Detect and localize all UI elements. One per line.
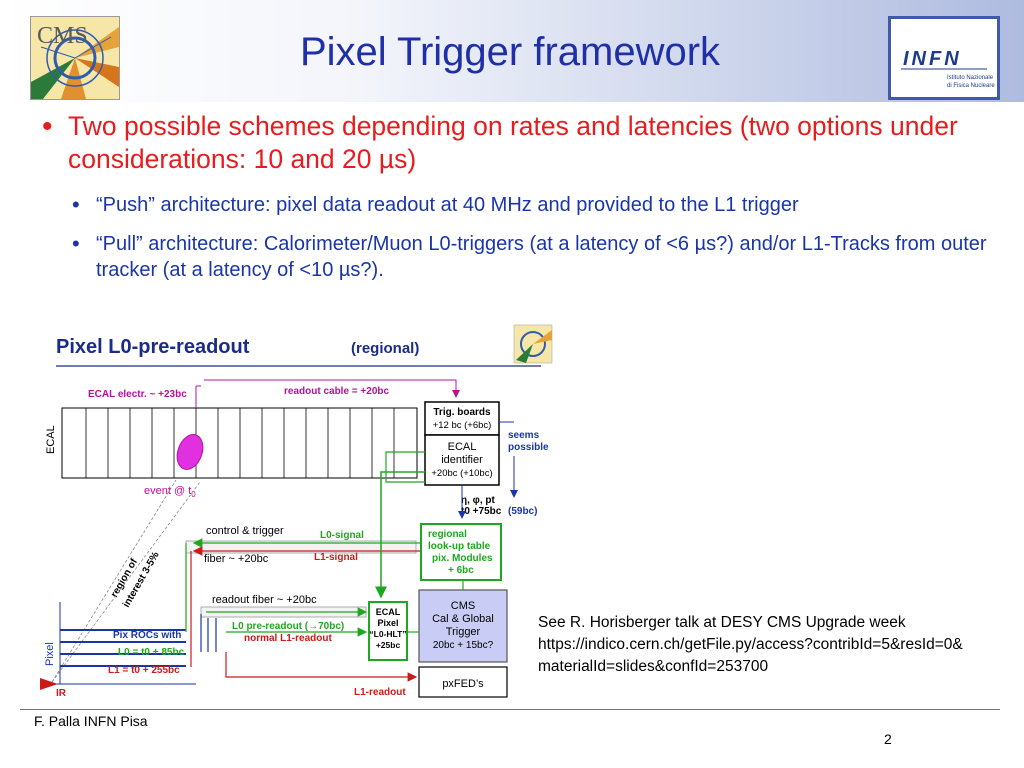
- ir-marker-icon: [40, 678, 58, 690]
- pixel-layers: [60, 629, 186, 667]
- svg-text:normal L1-readout: normal L1-readout: [244, 633, 332, 644]
- ecal-label: ECAL: [45, 425, 57, 454]
- pixel-label: Pixel: [44, 642, 56, 666]
- svg-text:L1-readout: L1-readout: [354, 687, 406, 698]
- page-title: Pixel Trigger framework: [299, 30, 721, 74]
- pxfed-box: [418, 666, 508, 698]
- ecal-electr-label: ECAL electr. ~ +23bc: [88, 389, 187, 400]
- svg-text:pix. Modules: pix. Modules: [432, 553, 493, 564]
- svg-text:L0 = t0 + 85bc: L0 = t0 + 85bc: [118, 647, 185, 658]
- svg-text:Istituto Nazionale: Istituto Nazionale: [947, 75, 994, 81]
- infn-logo-text: INFN: [903, 48, 962, 70]
- svg-text:ECAL: ECAL: [448, 441, 477, 453]
- svg-text:ECAL: ECAL: [376, 607, 401, 617]
- footer-author: F. Palla INFN Pisa: [34, 713, 148, 729]
- svg-text:Trigger: Trigger: [446, 626, 481, 638]
- cms-small-logo-icon: [513, 324, 553, 364]
- bullet-dot-icon: •: [72, 192, 80, 217]
- readout-cable-arrow: [204, 379, 460, 398]
- bullet-level2: • “Push” architecture: pixel data readou…: [72, 192, 799, 217]
- bullet-level2: • “Pull” architecture: Calorimeter/Muon …: [72, 231, 987, 281]
- svg-text:Cal & Global: Cal & Global: [432, 613, 494, 625]
- bullet-level1: • Two possible schemes depending on rate…: [42, 110, 958, 174]
- svg-text:L1 = t0 + 255bc: L1 = t0 + 255bc: [108, 665, 180, 676]
- svg-text:+20bc (+10bc): +20bc (+10bc): [431, 468, 492, 479]
- svg-text:t0 +75bc: t0 +75bc: [461, 506, 502, 517]
- svg-text:Pixel: Pixel: [377, 618, 398, 628]
- svg-text:L0-signal: L0-signal: [320, 530, 364, 541]
- l1-readout-arrow: [225, 652, 418, 682]
- svg-text:Pix ROCs with: Pix ROCs with: [113, 630, 181, 641]
- readout-cable-label: readout cable = +20bc: [284, 386, 389, 397]
- svg-text:control & trigger: control & trigger: [206, 525, 284, 537]
- svg-text:+ 6bc: + 6bc: [448, 565, 474, 576]
- svg-text:η, φ, pt: η, φ, pt: [461, 495, 495, 506]
- event-ellipse: [176, 434, 204, 470]
- svg-text:CMS: CMS: [451, 600, 475, 612]
- svg-text:pxFED’s: pxFED’s: [442, 678, 484, 690]
- pixel-trigger-diagram: Pixel L0-pre-readout (regional) ECAL ECA…: [40, 324, 553, 699]
- svg-text:“L0-HLT”: “L0-HLT”: [369, 629, 406, 639]
- svg-text:regional: regional: [428, 529, 467, 540]
- bullet-dot-icon: •: [42, 110, 53, 143]
- svg-text:di Fisica Nucleare: di Fisica Nucleare: [947, 83, 995, 89]
- svg-text:possible: possible: [508, 442, 549, 453]
- lookup-table-box: [420, 523, 502, 581]
- ecal-cells: [85, 408, 395, 478]
- reference-text: See R. Horisberger talk at DESY CMS Upgr…: [538, 614, 963, 675]
- footer-divider: [20, 709, 1000, 710]
- svg-text:+12 bc (+6bc): +12 bc (+6bc): [433, 420, 492, 431]
- svg-text:20bc + 15bc?: 20bc + 15bc?: [433, 640, 494, 651]
- svg-text:(59bc): (59bc): [508, 506, 537, 517]
- svg-text:IR: IR: [56, 688, 67, 699]
- svg-text:identifier: identifier: [441, 454, 483, 466]
- ecal-detector: [61, 407, 418, 479]
- header-band: [0, 0, 1024, 102]
- diagram-title-suffix: (regional): [351, 340, 419, 357]
- svg-text:L1-signal: L1-signal: [314, 552, 358, 563]
- svg-text:+25bc: +25bc: [376, 640, 401, 650]
- ecal-identifier-box: [424, 434, 500, 486]
- cms-trigger-box: [418, 589, 508, 663]
- svg-text:fiber ~ +20bc: fiber ~ +20bc: [204, 553, 269, 565]
- ecal-pixel-box: [368, 601, 408, 661]
- cms-logo-text: CMS: [37, 23, 88, 49]
- page-number: 2: [884, 731, 892, 747]
- infn-logo-icon: INFN Istituto Nazionale di Fisica Nuclea…: [888, 16, 1000, 100]
- event-label: event @ t0: [144, 485, 196, 499]
- bullet-dot-icon: •: [72, 231, 80, 256]
- svg-text:look-up table: look-up table: [428, 541, 491, 552]
- svg-text:Trig. boards: Trig. boards: [433, 407, 491, 418]
- svg-text:readout fiber ~ +20bc: readout fiber ~ +20bc: [212, 594, 317, 606]
- cms-logo-icon: CMS: [30, 16, 120, 100]
- svg-text:seems: seems: [508, 430, 540, 441]
- svg-text:L0 pre-readout (→70bc): L0 pre-readout (→70bc): [232, 621, 344, 632]
- diagram-title: Pixel L0-pre-readout: [56, 336, 250, 358]
